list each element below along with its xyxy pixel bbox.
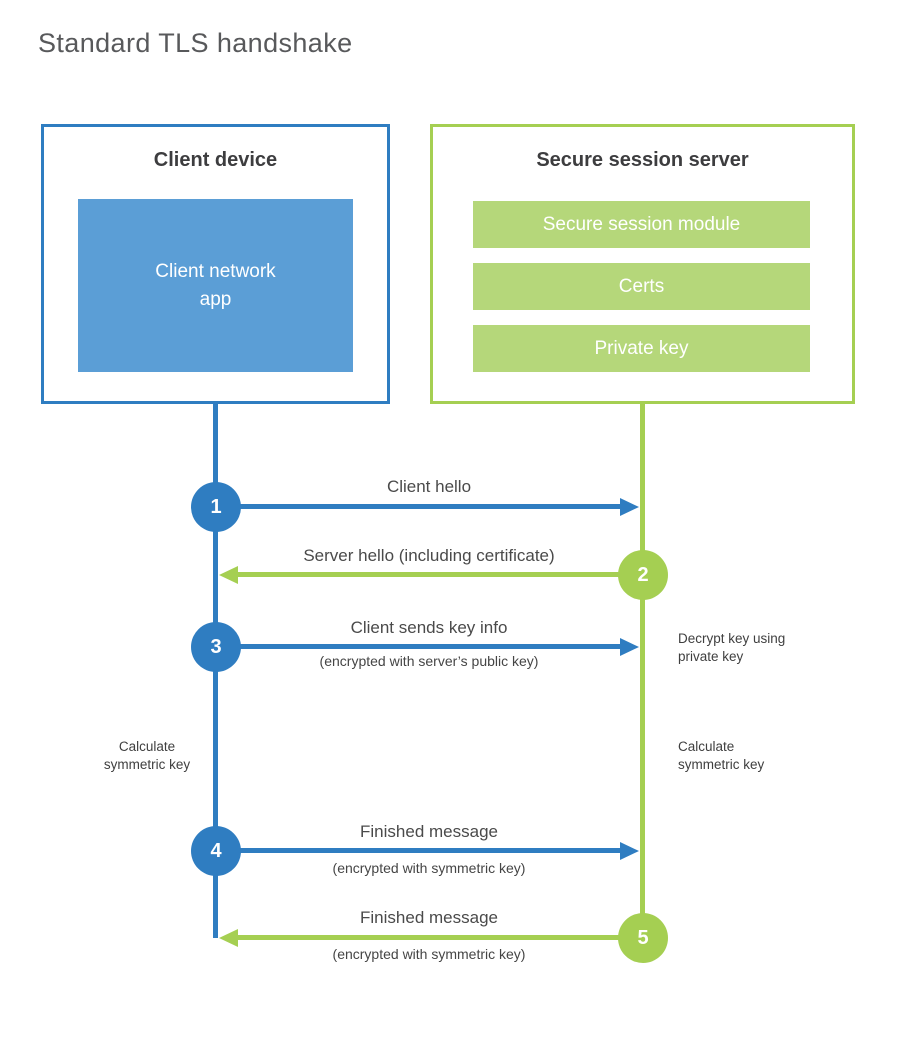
server-component-private-key: Private key (473, 325, 810, 372)
page-title: Standard TLS handshake (38, 28, 353, 58)
step-1-badge: 1 (191, 482, 241, 532)
secure-session-server-box: Secure session server Secure session mod… (430, 124, 855, 404)
arrowhead-right-icon (620, 498, 639, 516)
server-component-certs: Certs (473, 263, 810, 310)
message-sublabel-step-5: (encrypted with symmetric key) (332, 946, 526, 962)
message-arrow-step-4 (216, 848, 620, 853)
arrowhead-left-icon (219, 566, 238, 584)
message-sublabel-step-4: (encrypted with symmetric key) (332, 860, 526, 876)
message-arrow-step-1 (216, 504, 620, 509)
client-device-heading: Client device (153, 149, 278, 171)
message-arrow-step-3 (216, 644, 620, 649)
step-2-badge: 2 (618, 550, 668, 600)
message-arrow-step-5 (237, 935, 643, 940)
step-3-badge: 3 (191, 622, 241, 672)
message-arrow-step-2 (237, 572, 643, 577)
step-4-badge: 4 (191, 826, 241, 876)
message-label-step-1: Client hello (386, 477, 472, 496)
arrowhead-right-icon (620, 638, 639, 656)
step-5-badge: 5 (618, 913, 668, 963)
message-sublabel-step-3: (encrypted with server’s public key) (319, 653, 539, 669)
client-device-box: Client device Client network app (41, 124, 390, 404)
message-label-step-4: Finished message (360, 822, 498, 841)
arrowhead-right-icon (620, 842, 639, 860)
arrowhead-left-icon (219, 929, 238, 947)
note-calculate-symmetric-key-server: Calculate symmetric key (678, 739, 765, 772)
message-label-step-3: Client sends key info (350, 618, 508, 637)
message-label-step-2: Server hello (including certificate) (303, 546, 555, 565)
server-component-secure-session-module: Secure session module (473, 201, 810, 248)
note-calculate-symmetric-key-client: Calculate symmetric key (103, 739, 191, 772)
note-decrypt-key: Decrypt key using private key (678, 631, 786, 664)
message-label-step-5: Finished message (360, 908, 498, 927)
server-heading: Secure session server (536, 149, 749, 171)
client-network-app-box: Client network app (78, 199, 353, 372)
server-lifeline (640, 404, 645, 940)
